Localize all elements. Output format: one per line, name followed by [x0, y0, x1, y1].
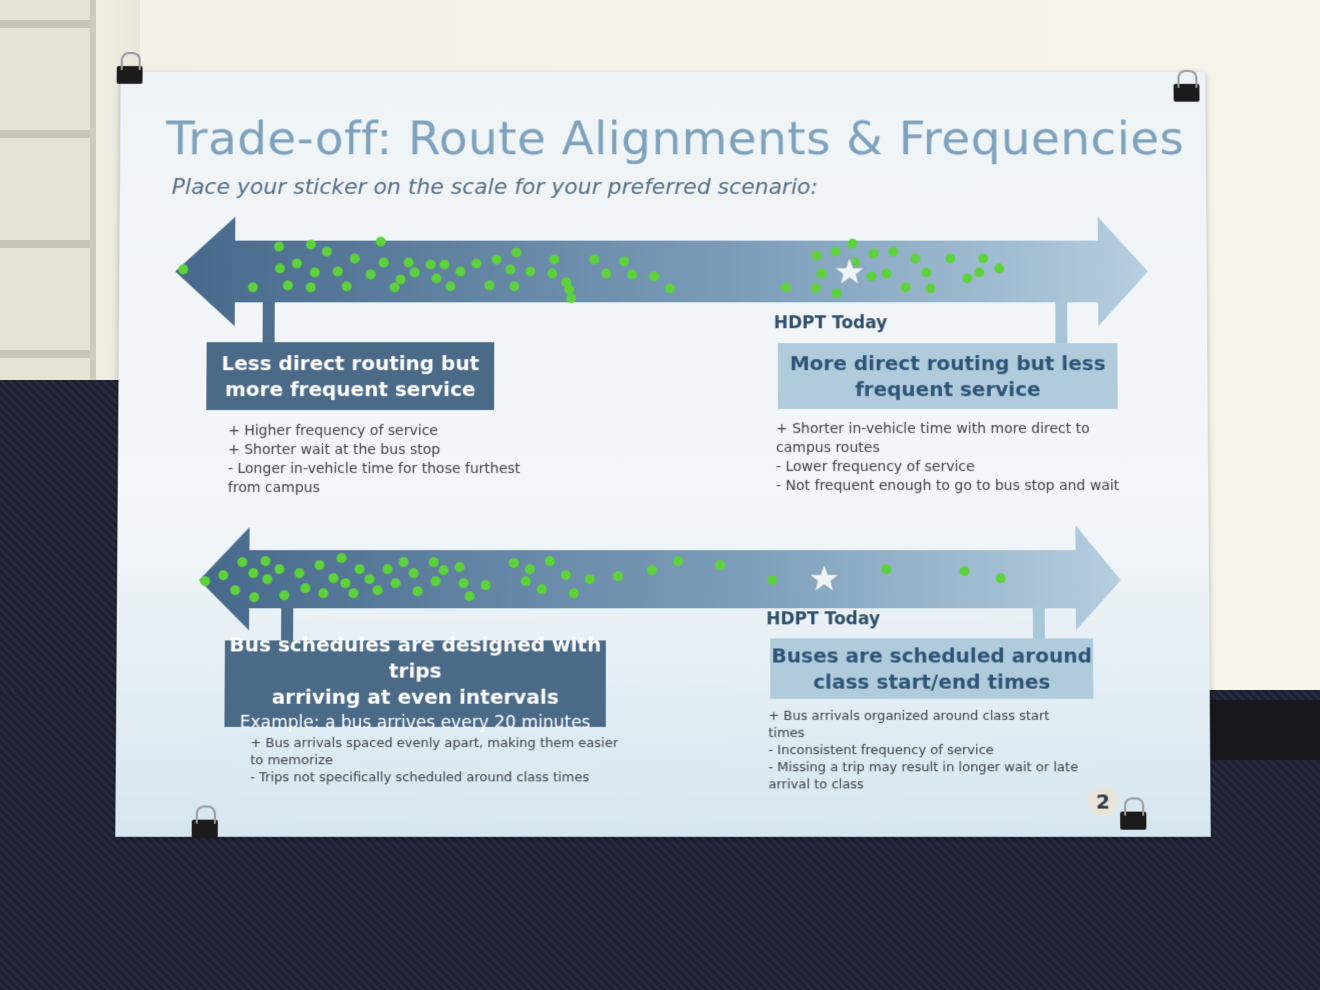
star-icon: [808, 563, 840, 592]
option-even-intervals: Bus schedules are designed with trips ar…: [224, 632, 606, 733]
survey-poster: Trade-off: Route Alignments & Frequencie…: [115, 66, 1211, 838]
page-number-badge: 2: [1087, 786, 1119, 817]
option-less-direct-routing: Less direct routing but more frequent se…: [206, 342, 495, 411]
scale-pole: [1032, 606, 1045, 643]
left-pros-cons-list: + Higher frequency of service + Shorter …: [227, 423, 521, 497]
scale-arrow: [174, 216, 1149, 327]
right-pros-cons-list: + Bus arrivals organized around class st…: [768, 708, 1079, 793]
star-icon: [834, 257, 866, 286]
binder-clip-icon: [191, 819, 218, 838]
poster-subtitle: Place your sticker on the scale for your…: [171, 175, 818, 200]
hdpt-today-label: HDPT Today: [766, 609, 881, 630]
binder-clip-icon: [116, 66, 143, 84]
binder-clip-icon: [1173, 83, 1200, 102]
scale-arrow: [198, 525, 1122, 631]
left-pros-cons-list: + Bus arrivals spaced evenly apart, maki…: [250, 735, 619, 786]
option-more-direct-routing: More direct routing but less frequent se…: [777, 343, 1118, 410]
scale-pole: [1055, 302, 1068, 345]
scale-pole: [262, 302, 275, 343]
preference-scale-2[interactable]: [198, 525, 1122, 631]
sticker-dots: [178, 236, 1005, 304]
binder-clip-icon: [1120, 811, 1147, 830]
sticker-dots: [200, 552, 1006, 603]
right-pros-cons-list: + Shorter in-vehicle time with more dire…: [775, 421, 1120, 495]
option-class-times: Buses are scheduled around class start/e…: [770, 638, 1094, 699]
bookshelf: [0, 0, 96, 410]
poster-title: Trade-off: Route Alignments & Frequencie…: [165, 111, 1185, 167]
hdpt-today-label: HDPT Today: [773, 313, 888, 334]
preference-scale-1[interactable]: [174, 216, 1153, 327]
